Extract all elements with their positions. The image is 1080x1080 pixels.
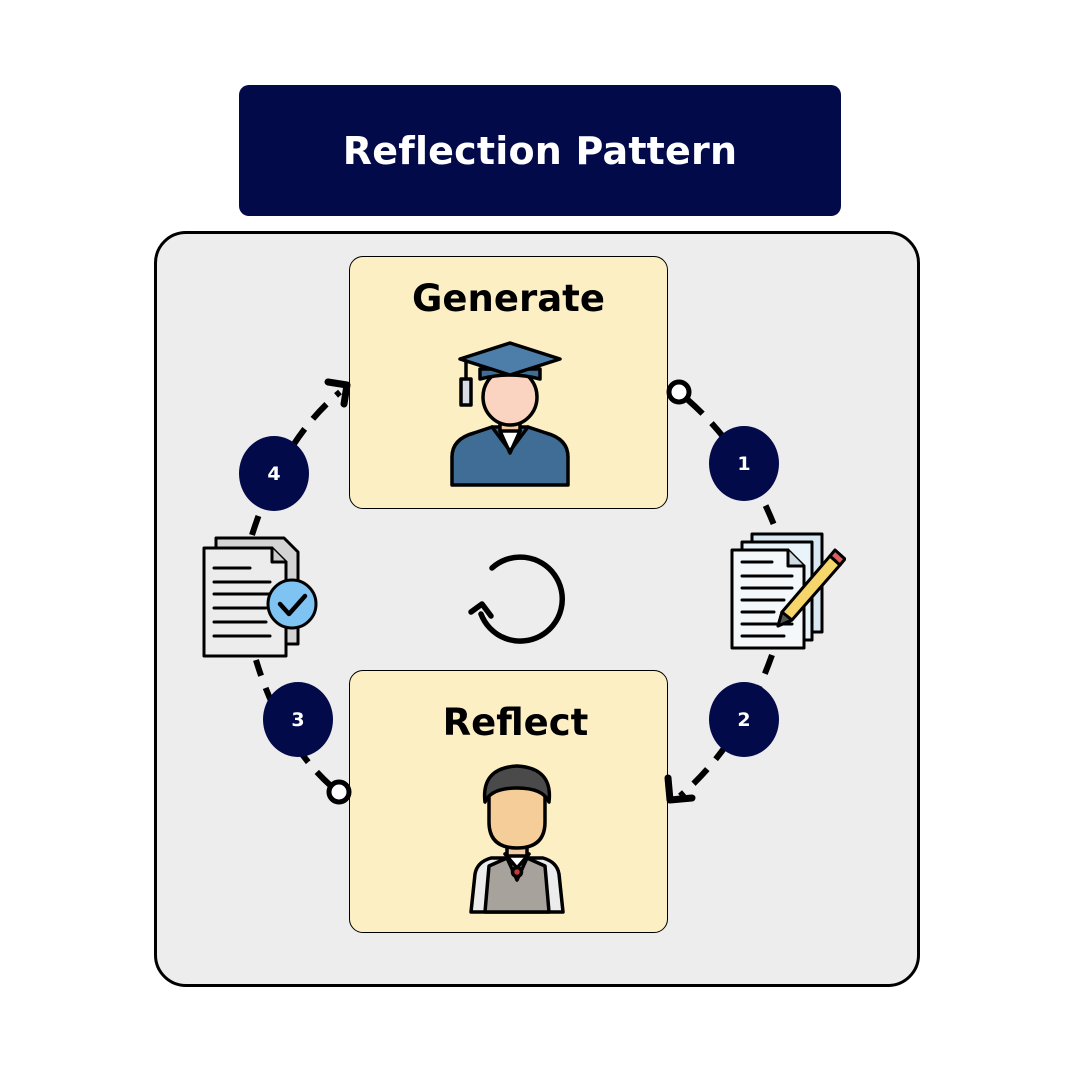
step-badge-2: 2 [709, 682, 779, 757]
document-check-icon [202, 536, 318, 658]
arrowhead [324, 378, 351, 408]
title-banner: Reflection Pattern [239, 85, 841, 216]
diagram-title: Reflection Pattern [342, 128, 738, 173]
connector-draft-to-reflect [678, 653, 775, 799]
refresh-cycle-icon [468, 554, 565, 644]
document-edit-icon [730, 532, 846, 650]
graduate-icon [450, 341, 570, 487]
connector-start-dot [666, 379, 692, 405]
generate-label: Generate [412, 277, 605, 320]
reflect-label: Reflect [442, 701, 589, 744]
step-badge-4: 4 [239, 436, 309, 511]
step-badge-1: 1 [709, 426, 779, 501]
connector-start-dot [326, 779, 352, 805]
arrowhead [664, 774, 696, 804]
step-badge-3: 3 [263, 682, 333, 757]
student-icon [469, 764, 565, 914]
